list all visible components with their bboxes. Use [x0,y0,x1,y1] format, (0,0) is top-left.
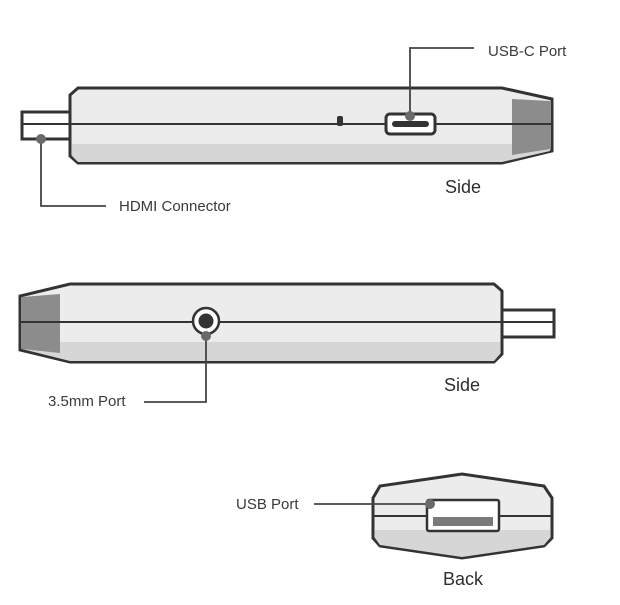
usb-port-tongue [433,517,493,526]
view-label-back: Back [443,569,484,589]
back-shade [375,530,550,557]
view-label-side-bottom: Side [444,375,480,395]
audio-leader [144,336,207,403]
hdmi-leader [40,139,106,207]
audio-label: 3.5mm Port [48,393,126,410]
end-cap [512,99,550,155]
hdmi-plug-right [494,308,556,339]
usb-port [425,498,501,533]
view-label-side-top: Side [445,177,481,197]
audio-jack-hole [198,313,214,329]
hdmi-label: HDMI Connector [119,198,231,215]
back-view: USB Port Back [236,472,554,589]
side-view-top: USB-C Port HDMI Connector Side [20,43,567,215]
usb-dot [425,499,435,509]
end-cap [22,294,60,353]
body-shade [22,342,500,361]
hdmi-dot [36,134,46,144]
body-shade [72,144,550,162]
indicator-slot [337,116,343,126]
audio-dot [201,331,211,341]
usb-label: USB Port [236,496,299,513]
usb-c-dot [405,111,415,121]
usb-c-label: USB-C Port [488,43,567,60]
usb-c-port-tongue [392,121,429,127]
usb-c-leader [409,47,474,116]
side-view-bottom: 3.5mm Port Side [18,282,556,410]
